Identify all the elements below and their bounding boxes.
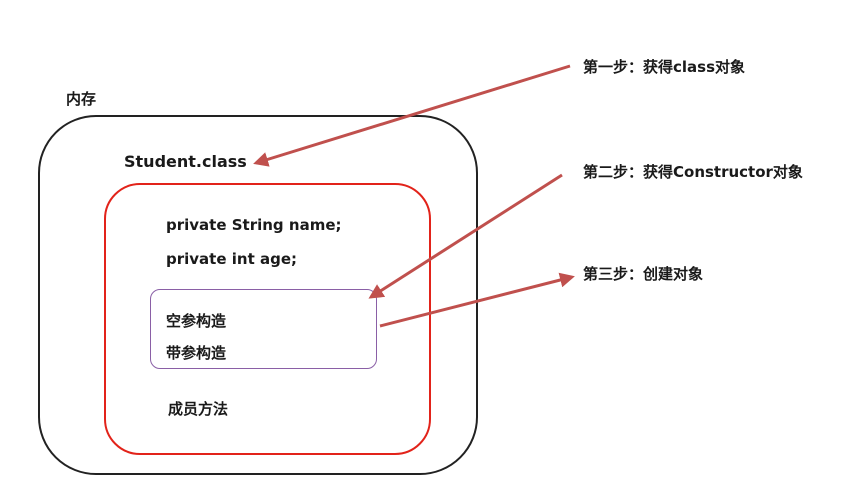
constructor-box — [150, 289, 377, 369]
constructor-no-arg: 空参构造 — [166, 312, 227, 330]
arrow-step-1 — [253, 64, 571, 167]
class-title: Student.class — [124, 152, 247, 171]
memory-box — [38, 115, 478, 475]
field-name: private String name; — [166, 216, 342, 234]
step-3-label: 第三步：创建对象 — [583, 265, 704, 283]
memory-label: 内存 — [66, 90, 97, 108]
arrow-step-3 — [379, 272, 575, 328]
step-2-label: 第二步：获得Constructor对象 — [583, 163, 803, 181]
field-age: private int age; — [166, 250, 297, 268]
constructor-with-args: 带参构造 — [166, 344, 227, 362]
member-methods: 成员方法 — [168, 400, 229, 418]
class-box — [104, 183, 431, 455]
arrow-step-2 — [368, 173, 563, 299]
step-1-label: 第一步：获得class对象 — [583, 58, 746, 76]
